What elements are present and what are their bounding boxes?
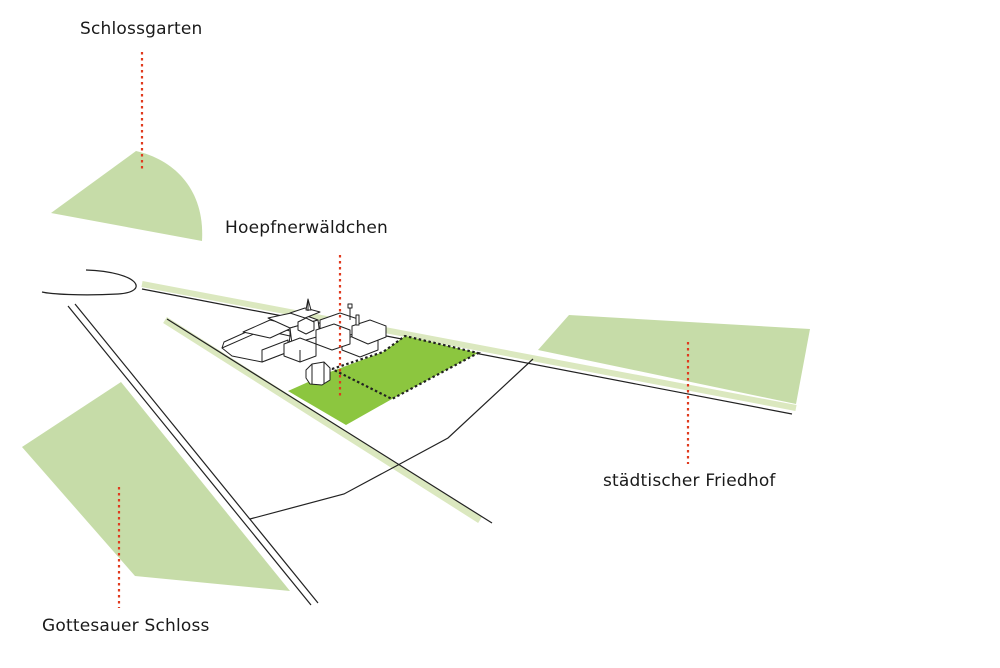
green-corridor-west xyxy=(163,317,482,523)
label-friedhof: städtischer Friedhof xyxy=(603,471,776,491)
gottesauer-schloss-area xyxy=(22,382,290,591)
green-corridor-north xyxy=(141,281,797,411)
schlossgarten-area xyxy=(51,151,203,241)
label-hoepfnerwaeldchen: Hoepfnerwäldchen xyxy=(225,218,389,238)
label-gottesauer-schloss: Gottesauer Schloss xyxy=(42,616,210,636)
leader-lines xyxy=(117,52,690,608)
friedhof-area xyxy=(538,315,810,404)
building-massing xyxy=(221,298,387,386)
site-green-field xyxy=(288,336,478,425)
label-schlossgarten: Schlossgarten xyxy=(80,19,203,39)
